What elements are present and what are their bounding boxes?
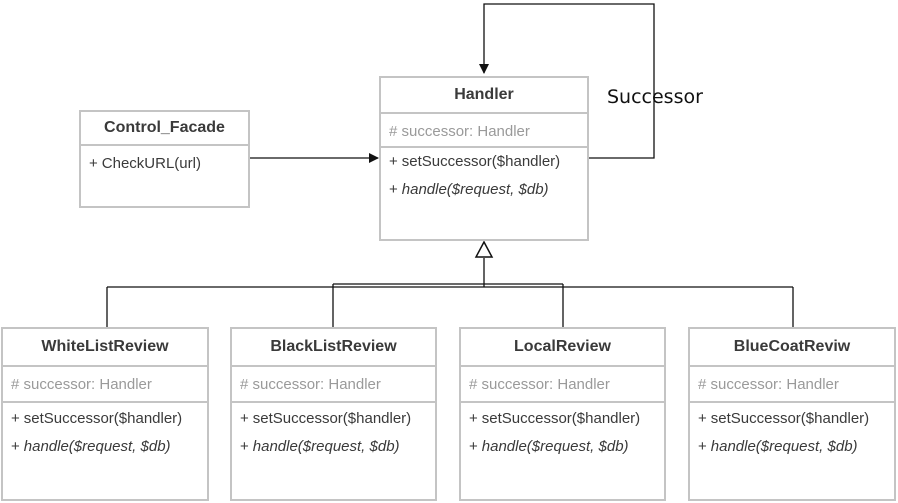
attribute-row: # successor: Handler: [3, 367, 207, 403]
operation-row: +setSuccessor($handler): [240, 410, 412, 427]
bluecoat-review-class[interactable]: BlueCoatReviw # successor: Handler +setS…: [688, 327, 896, 501]
blacklist-review-class[interactable]: BlackListReview # successor: Handler +se…: [230, 327, 437, 501]
operation-row: +handle($request, $db): [11, 438, 171, 455]
attribute-row: # successor: Handler: [232, 367, 435, 403]
class-name: Handler: [381, 78, 587, 114]
class-name: WhiteListReview: [3, 329, 207, 367]
class-name: BlueCoatReviw: [690, 329, 894, 367]
attribute-row: # successor: Handler: [381, 114, 587, 148]
local-review-class[interactable]: LocalReview # successor: Handler +setSuc…: [459, 327, 666, 501]
operation-row: +setSuccessor($handler): [11, 410, 183, 427]
class-name: LocalReview: [461, 329, 664, 367]
operation-row: +setSuccessor($handler): [698, 410, 870, 427]
operation-row: +handle($request, $db): [469, 438, 629, 455]
successor-loop-line: [479, 3, 655, 159]
whitelist-review-class[interactable]: WhiteListReview # successor: Handler +se…: [1, 327, 209, 501]
attribute-row: # successor: Handler: [690, 367, 894, 403]
operation-row: +handle($request, $db): [240, 438, 400, 455]
class-name: Control_Facade: [81, 112, 248, 146]
attribute-row: # successor: Handler: [461, 367, 664, 403]
operation-row: +handle($request, $db): [389, 181, 549, 198]
operation-row: +setSuccessor($handler): [389, 153, 561, 170]
operation-row: +setSuccessor($handler): [469, 410, 641, 427]
control-facade-class[interactable]: Control_Facade +CheckURL(url): [79, 110, 250, 208]
successor-label: Successor: [607, 86, 703, 108]
handler-class[interactable]: Handler # successor: Handler +setSuccess…: [379, 76, 589, 241]
operation-row: +CheckURL(url): [89, 155, 201, 172]
inheritance-triangle: [474, 240, 494, 258]
operation-row: +handle($request, $db): [698, 438, 858, 455]
class-name: BlackListReview: [232, 329, 435, 367]
